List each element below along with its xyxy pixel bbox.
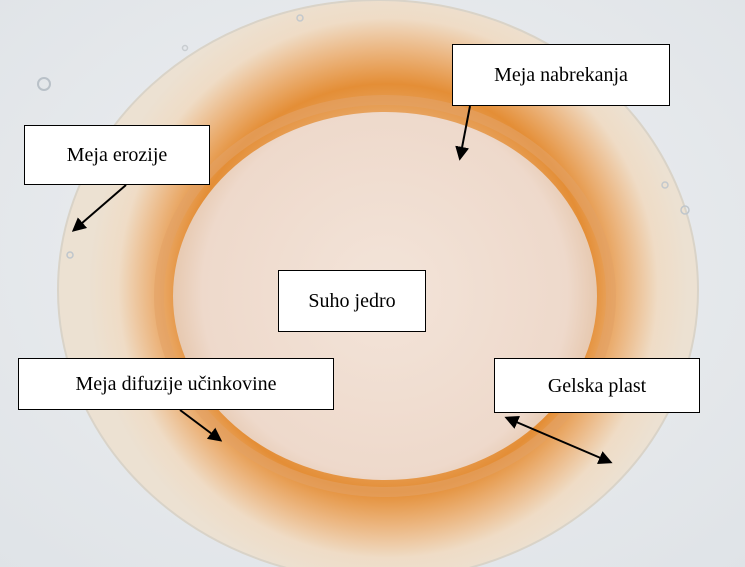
label-diffusion-front: Meja difuzije učinkovine (18, 358, 334, 410)
label-erosion-front: Meja erozije (24, 125, 210, 185)
label-swelling-front: Meja nabrekanja (452, 44, 670, 106)
label-dry-core: Suho jedro (278, 270, 426, 332)
label-gel-layer: Gelska plast (494, 358, 700, 413)
